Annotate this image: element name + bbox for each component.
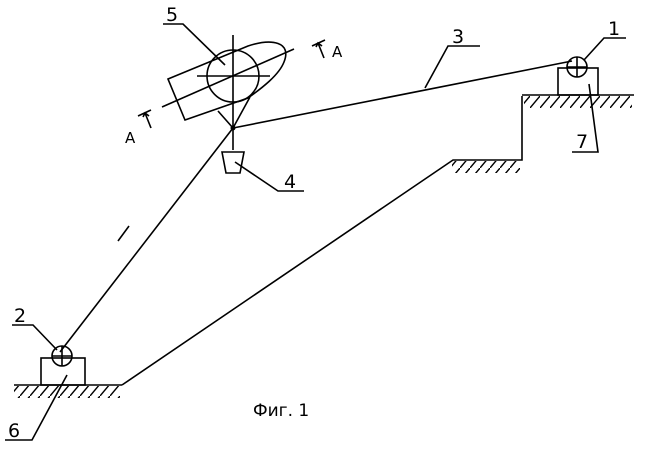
direction-arrow-icon: [118, 226, 129, 241]
slope-terrain: [122, 96, 522, 385]
label-2: 2: [14, 305, 26, 327]
section-mark-left: [138, 110, 151, 128]
label-4: 4: [284, 171, 296, 193]
cable-3: [233, 61, 572, 128]
cable-to-pulley-2: [60, 128, 233, 352]
right-ground: [522, 95, 634, 108]
label-5: 5: [166, 4, 178, 26]
section-mark-right: [312, 40, 325, 58]
figure-caption: Фиг. 1: [253, 401, 309, 421]
base-7: [558, 68, 598, 95]
label-1: 1: [608, 18, 620, 40]
left-ground: [14, 385, 122, 398]
leader-3: [425, 46, 480, 88]
label-6: 6: [8, 420, 20, 442]
leader-2: [12, 325, 57, 350]
section-label-right: A: [332, 43, 343, 61]
label-7: 7: [576, 131, 588, 153]
load-4: [222, 152, 244, 173]
label-3: 3: [452, 26, 464, 48]
boat-5: [162, 35, 294, 150]
leader-1: [584, 38, 626, 60]
section-label-left: A: [125, 129, 136, 147]
